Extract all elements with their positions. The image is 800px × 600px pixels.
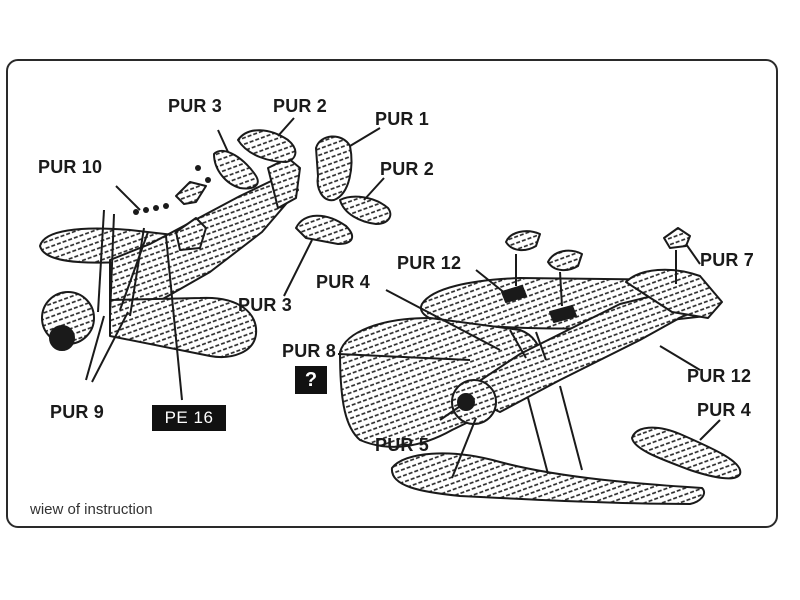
pe16-badge: PE 16 bbox=[152, 405, 226, 431]
label-pur8: PUR 8 bbox=[282, 341, 337, 361]
label-pur4-center: PUR 4 bbox=[316, 272, 371, 292]
instruction-caption: wiew of instruction bbox=[30, 501, 153, 518]
label-pur4-right: PUR 4 bbox=[697, 400, 752, 420]
label-pur5: PUR 5 bbox=[375, 435, 430, 455]
part-pur7 bbox=[663, 227, 691, 249]
part-pur12-tank-right bbox=[547, 249, 583, 272]
part-pur3-lower bbox=[295, 214, 354, 245]
label-pur1: PUR 1 bbox=[375, 109, 430, 129]
label-pur2-right: PUR 2 bbox=[380, 159, 435, 179]
label-pur3-bottom: PUR 3 bbox=[238, 295, 293, 315]
label-pur9: PUR 9 bbox=[50, 402, 105, 422]
question-badge: ? bbox=[295, 366, 327, 394]
left-lower-wing bbox=[109, 296, 258, 358]
left-canopy bbox=[175, 217, 207, 251]
part-pe16-sight bbox=[175, 181, 207, 205]
label-pur10: PUR 10 bbox=[38, 157, 103, 177]
label-pur3-top: PUR 3 bbox=[168, 96, 223, 116]
right-float-main bbox=[390, 452, 706, 505]
label-pur7: PUR 7 bbox=[700, 250, 755, 270]
right-aircraft bbox=[339, 227, 742, 505]
part-pur2-top bbox=[237, 129, 297, 163]
label-pur2-top: PUR 2 bbox=[273, 96, 328, 116]
part-pur2-right bbox=[339, 195, 392, 225]
left-aircraft bbox=[39, 157, 301, 358]
part-pur1-rudder bbox=[315, 135, 353, 202]
right-float bbox=[631, 426, 742, 480]
part-pur12-cap-right bbox=[549, 305, 577, 323]
part-pur12-tank-left bbox=[505, 230, 541, 252]
right-tail bbox=[625, 268, 723, 319]
label-pur12-center: PUR 12 bbox=[397, 253, 462, 273]
part-pur3-stabilizer bbox=[213, 149, 259, 190]
part-pur12-cap-left bbox=[501, 285, 527, 303]
label-pur12-right: PUR 12 bbox=[687, 366, 752, 386]
